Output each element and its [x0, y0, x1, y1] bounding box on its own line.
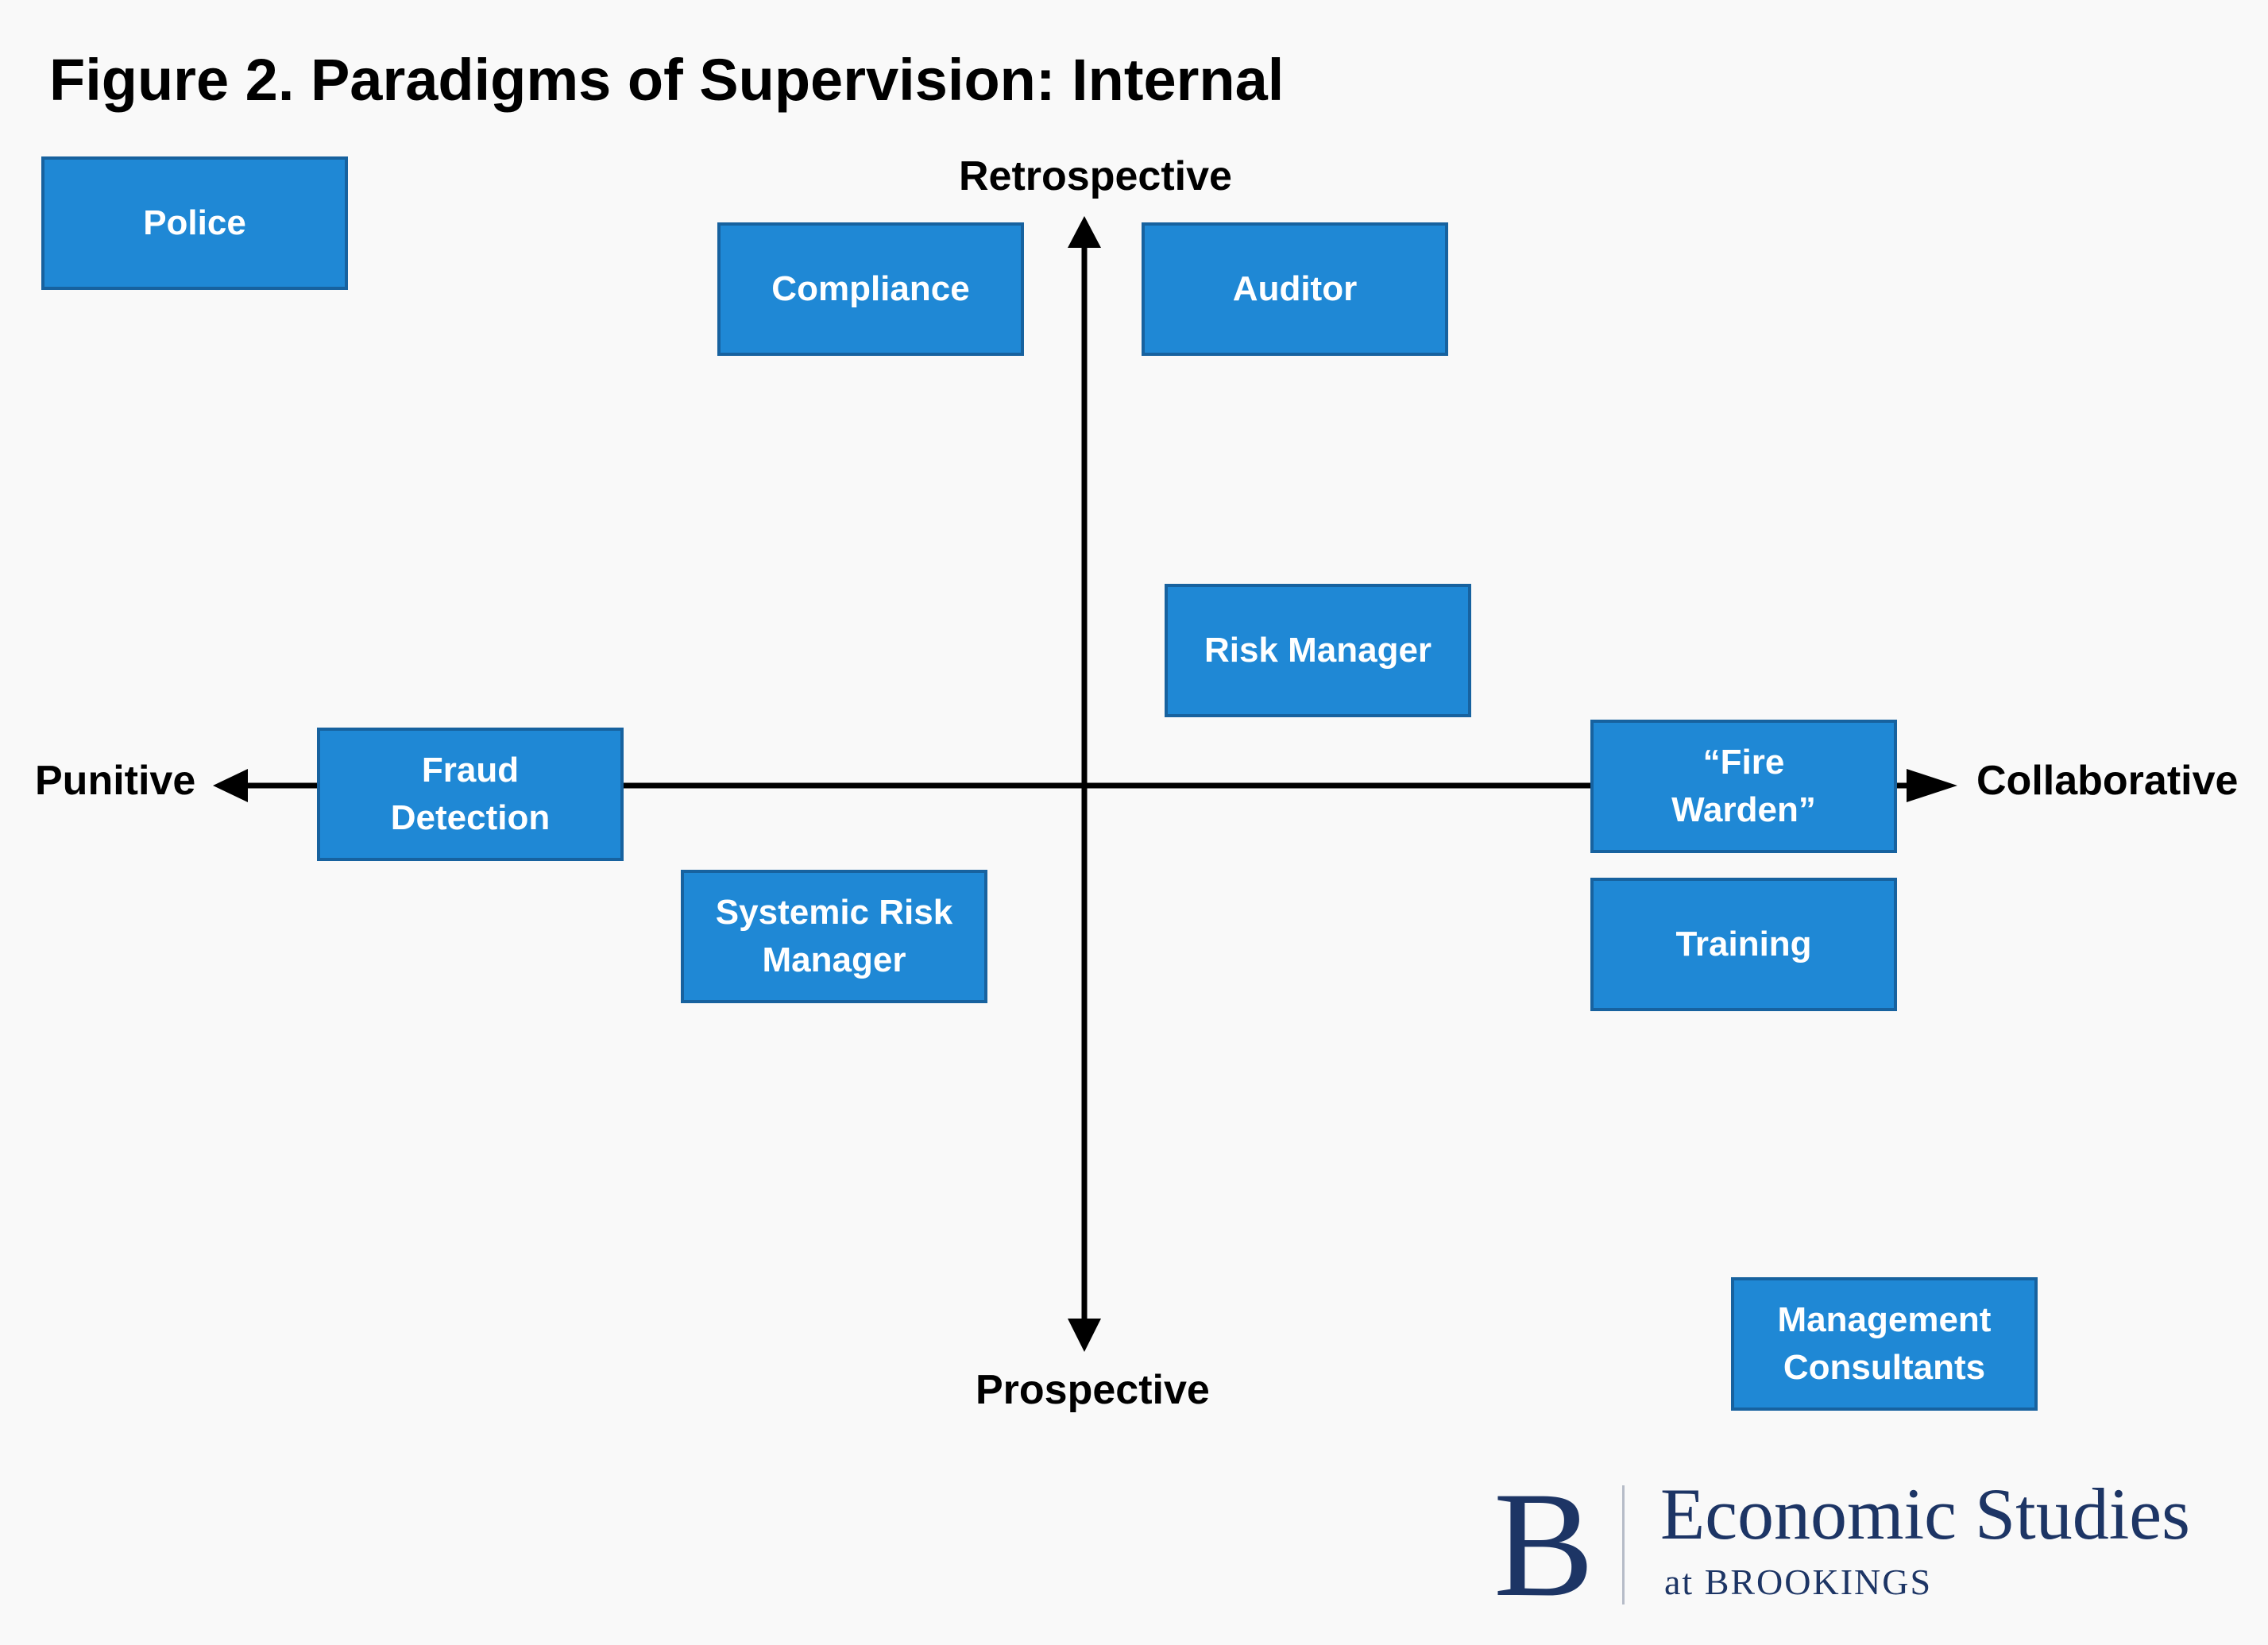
bottom-arrowhead	[1068, 1319, 1101, 1352]
brookings-b-mark: B	[1493, 1462, 1594, 1628]
brookings-logo: B Economic Studies at BROOKINGS	[1493, 1469, 2232, 1620]
box-training: Training	[1590, 878, 1897, 1011]
logo-divider	[1622, 1485, 1625, 1604]
logo-economic-studies: Economic Studies	[1660, 1473, 2190, 1554]
box-systemic-risk-manager: Systemic Risk Manager	[681, 870, 987, 1003]
box-management-consultants: Management Consultants	[1731, 1277, 2038, 1411]
logo-at-brookings: at BROOKINGS	[1664, 1562, 1933, 1602]
box-risk-manager: Risk Manager	[1165, 584, 1471, 717]
axis-label-collaborative: Collaborative	[1976, 758, 2239, 804]
top-arrowhead	[1068, 216, 1101, 248]
left-arrowhead	[213, 769, 248, 802]
box-police: Police	[41, 156, 348, 290]
axis-label-prospective: Prospective	[976, 1367, 1210, 1413]
figure-title: Figure 2. Paradigms of Supervision: Inte…	[49, 47, 1285, 113]
axis-label-punitive: Punitive	[35, 758, 196, 804]
axis-label-retrospective: Retrospective	[959, 153, 1232, 199]
box-auditor: Auditor	[1142, 222, 1448, 356]
vertical-axis	[1068, 216, 1101, 1352]
box-compliance: Compliance	[717, 222, 1024, 356]
right-arrowhead	[1907, 769, 1957, 802]
box-fraud-detection: Fraud Detection	[317, 728, 624, 861]
box-fire-warden: “Fire Warden”	[1590, 720, 1897, 853]
